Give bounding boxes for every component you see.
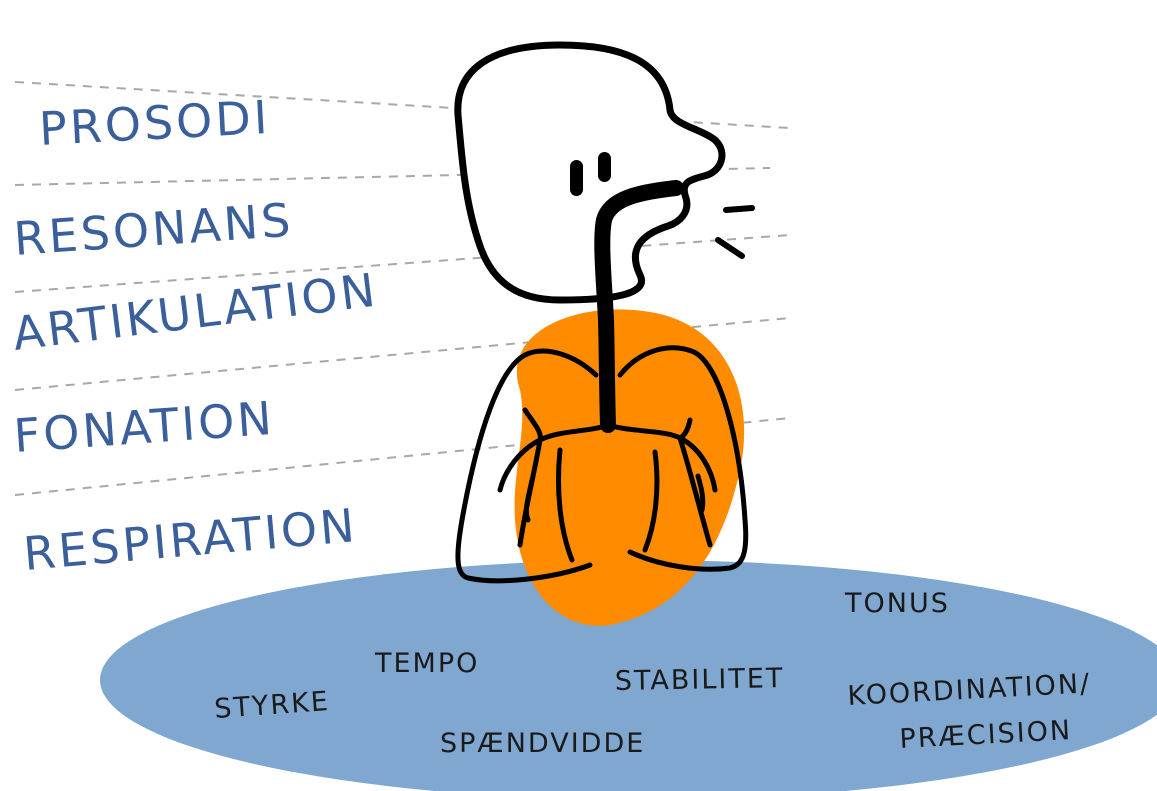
trait-label-tempo: TEMPO: [374, 648, 479, 679]
trait-label-spaendvidde: SPÆNDVIDDE: [440, 728, 645, 759]
level-label-respiration: RESPIRATION: [21, 498, 359, 581]
level-label-prosodi: PROSODI: [38, 90, 272, 156]
level-label-artikulation: ARTIKULATION: [10, 263, 381, 361]
speech-level-labels: PROSODI RESONANS ARTIKULATION FONATION R…: [10, 90, 381, 581]
level-label-resonans: RESONANS: [12, 193, 295, 266]
trait-label-tonus: TONUS: [844, 588, 950, 619]
level-label-fonation: FONATION: [12, 391, 276, 463]
head-outline-icon: [458, 45, 722, 300]
trait-label-stabilitet: STABILITET: [615, 663, 785, 697]
sound-waves-icon: [718, 208, 752, 256]
